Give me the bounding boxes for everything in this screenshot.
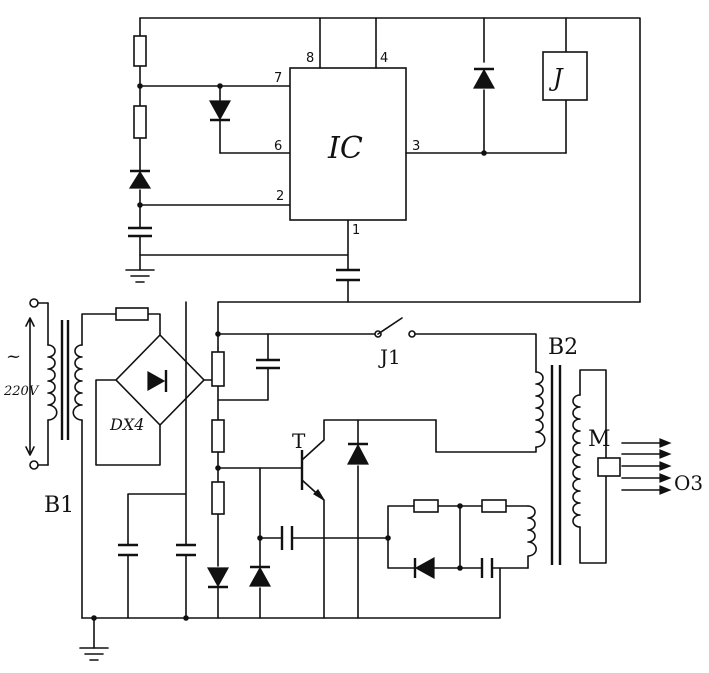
main-ground-icon — [79, 647, 109, 661]
ozone-output-label: O3 — [674, 471, 703, 495]
mains-voltage: 220V — [3, 384, 40, 399]
b2-label: B2 — [548, 335, 578, 360]
capacitor-filter-1 — [118, 543, 138, 557]
transistor-label: T — [292, 429, 306, 453]
resistor-feedback-1 — [413, 499, 439, 513]
resistor-timer-top — [133, 35, 147, 67]
b1-label: B1 — [44, 493, 74, 518]
diode-divider — [206, 567, 230, 588]
mains-arrow-icon — [25, 317, 35, 456]
ic-pin-6: 6 — [274, 139, 282, 154]
b2-core — [550, 365, 562, 565]
b2-primary-coil — [535, 371, 546, 448]
resistor-divider-1 — [211, 351, 225, 387]
transistor-emitter — [301, 479, 325, 619]
wire-pin1 — [139, 217, 349, 303]
top-rail — [139, 17, 641, 303]
ic-pin-1: 1 — [352, 223, 360, 238]
resistor-timer-mid — [133, 105, 147, 139]
b1-core — [60, 320, 70, 440]
resistor-secondary — [115, 307, 149, 321]
ic-pin-4: 4 — [380, 51, 388, 66]
oscillator-section: T B2 M — [217, 335, 703, 619]
capacitor-feedback-2 — [480, 558, 494, 578]
mains-terminal-bottom — [29, 460, 39, 470]
relay-coil — [542, 51, 588, 101]
diode-discharge — [208, 100, 232, 121]
ozonizer-label: M — [588, 427, 611, 452]
transistor-collector — [301, 419, 437, 461]
diode-feedback — [414, 556, 435, 580]
ic-pin-7: 7 — [274, 71, 282, 86]
capacitor-feedback — [280, 526, 294, 550]
b1-secondary-coil — [72, 344, 83, 421]
ozone-output-arrows-icon — [621, 438, 672, 495]
b1-primary-coil — [47, 344, 58, 421]
capacitor-bypass — [256, 358, 280, 370]
relay-contact-label: J1 — [378, 345, 401, 369]
ground-rail — [81, 567, 501, 619]
junction-dots — [91, 83, 487, 621]
capacitor-timer — [128, 226, 152, 238]
ic-pin-2: 2 — [276, 189, 284, 204]
ic-pin-8: 8 — [306, 51, 314, 66]
ic-pin-3: 3 — [412, 139, 420, 154]
capacitor-pin1 — [336, 268, 360, 282]
mains-symbol: ~ — [6, 346, 21, 367]
diode-base-clamp — [248, 566, 272, 587]
diode-timer-left — [128, 170, 152, 189]
b2-secondary-coil — [572, 394, 581, 528]
ic-label: IC — [327, 131, 363, 166]
diode-collector — [347, 443, 369, 465]
timer-section: IC 8 4 7 6 2 3 1 J — [125, 17, 641, 303]
power-supply-section: ~ 220V B1 DX4 — [3, 298, 641, 661]
relay-contact-terminal — [408, 330, 416, 338]
bridge-diode-icon — [147, 370, 166, 392]
ozonizer-plates — [597, 457, 621, 477]
resistor-divider-2 — [211, 419, 225, 453]
mains-terminal-top — [29, 298, 39, 308]
b2-feedback-coil — [527, 505, 537, 569]
ic-box — [289, 67, 407, 221]
emitter-arrow-icon — [313, 489, 325, 501]
capacitor-filter-2 — [176, 543, 196, 557]
bridge-label: DX4 — [109, 415, 144, 434]
timer-ground-icon — [125, 269, 155, 283]
resistor-divider-3 — [211, 481, 225, 515]
resistor-feedback-2 — [481, 499, 507, 513]
diode-flyback — [472, 68, 496, 89]
relay-contact-blade — [377, 317, 403, 335]
